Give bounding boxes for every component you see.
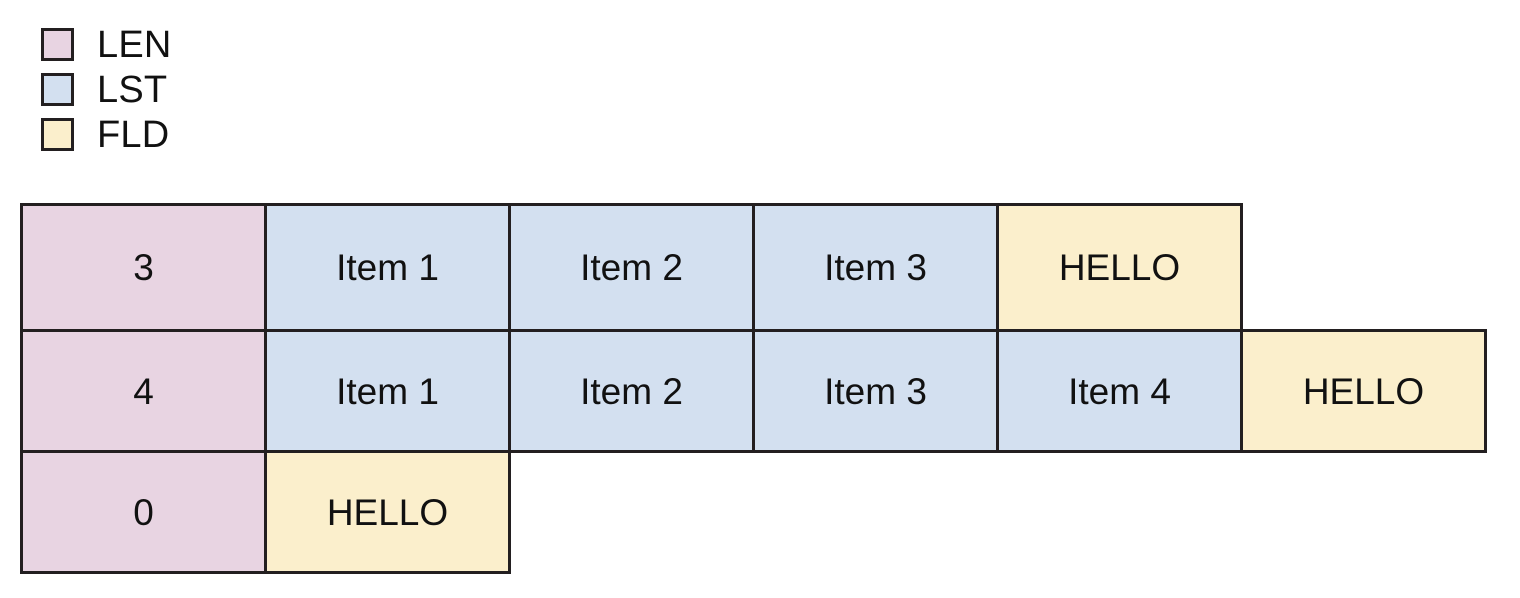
cell-lst: Item 3 [752,203,999,332]
cell-len: 3 [20,203,267,332]
legend-item-fld: FLD [41,112,172,157]
cell-fld: HELLO [1240,329,1487,453]
cell-lst: Item 3 [752,329,999,453]
cell-lst: Item 2 [508,203,755,332]
cell-len: 0 [20,450,267,574]
legend-swatch-lst-icon [41,73,74,106]
cell-lst: Item 1 [264,203,511,332]
legend-item-label: LST [97,68,168,111]
cell-lst: Item 1 [264,329,511,453]
cell-len: 4 [20,329,267,453]
cell-fld: HELLO [996,203,1243,332]
cell-lst: Item 4 [996,329,1243,453]
cell-lst: Item 2 [508,329,755,453]
legend-swatch-fld-icon [41,118,74,151]
legend-swatch-len-icon [41,28,74,61]
legend-item-label: FLD [97,113,170,156]
legend-item-len: LEN [41,22,172,67]
cell-fld: HELLO [264,450,511,574]
legend-item-label: LEN [97,23,172,66]
legend-item-lst: LST [41,67,172,112]
